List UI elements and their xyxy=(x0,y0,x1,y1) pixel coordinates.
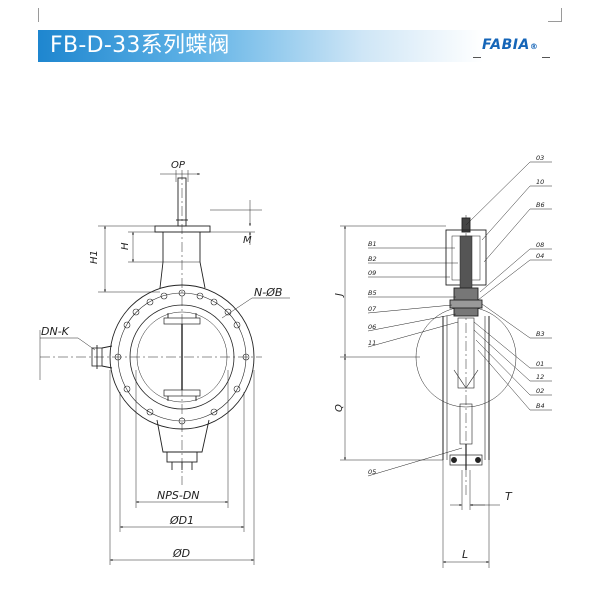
callout-10: 10 xyxy=(536,178,544,186)
crop-mark-top-left xyxy=(38,8,39,22)
callout-09: 09 xyxy=(368,269,376,277)
label-d1: ØD1 xyxy=(169,514,194,527)
header-banner: FB-D-33系列蝶阀 xyxy=(38,30,562,62)
callout-08: 08 xyxy=(536,241,544,249)
callout-b2: B2 xyxy=(368,255,377,263)
logo-underline-right xyxy=(542,57,550,58)
callout-11: 11 xyxy=(368,339,376,347)
callout-01: 01 xyxy=(536,360,544,368)
label-n-b: N-ØB xyxy=(254,286,282,299)
brand-logo-text: FABIA xyxy=(482,37,530,53)
callout-05: 05 xyxy=(368,468,376,476)
callouts-right: 03 10 B6 08 04 B3 01 12 02 B4 xyxy=(536,154,545,410)
callout-b3: B3 xyxy=(536,330,545,338)
callout-02: 02 xyxy=(536,387,544,395)
front-view xyxy=(39,170,290,565)
logo-underline-left xyxy=(473,57,481,58)
callout-leaders-right xyxy=(465,161,552,411)
callout-b1: B1 xyxy=(368,240,377,248)
label-j: J xyxy=(334,293,345,298)
callout-07: 07 xyxy=(368,305,377,313)
label-op: OP xyxy=(171,160,186,171)
callout-b4: B4 xyxy=(536,402,545,410)
label-d: ØD xyxy=(172,547,190,560)
callouts-left: B1 B2 09 B5 07 06 11 05 xyxy=(368,240,377,476)
flange-bolt-holes xyxy=(114,289,250,425)
callout-leaders-left xyxy=(367,247,463,477)
callout-06: 06 xyxy=(368,323,376,331)
callout-04: 04 xyxy=(536,252,544,260)
label-dn-k: DN-K xyxy=(41,325,70,338)
label-l: L xyxy=(462,548,468,561)
label-m: M xyxy=(243,235,252,246)
label-t: T xyxy=(505,490,513,503)
brand-logo-mark: ® xyxy=(529,42,539,51)
label-h1: H1 xyxy=(89,250,100,264)
crop-mark-top-right xyxy=(561,8,562,22)
callout-b6: B6 xyxy=(536,201,545,209)
label-nps-dn: NPS-DN xyxy=(157,489,200,502)
crop-mark-top-right-h xyxy=(548,21,562,22)
label-h: H xyxy=(120,242,131,250)
callout-03: 03 xyxy=(536,154,544,162)
callout-b5: B5 xyxy=(368,289,377,297)
label-q: Q xyxy=(334,404,345,412)
callout-12: 12 xyxy=(536,373,544,381)
page-title: FB-D-33系列蝶阀 xyxy=(50,33,230,58)
side-view xyxy=(340,161,552,568)
brand-logo: FABIA® xyxy=(482,37,538,53)
